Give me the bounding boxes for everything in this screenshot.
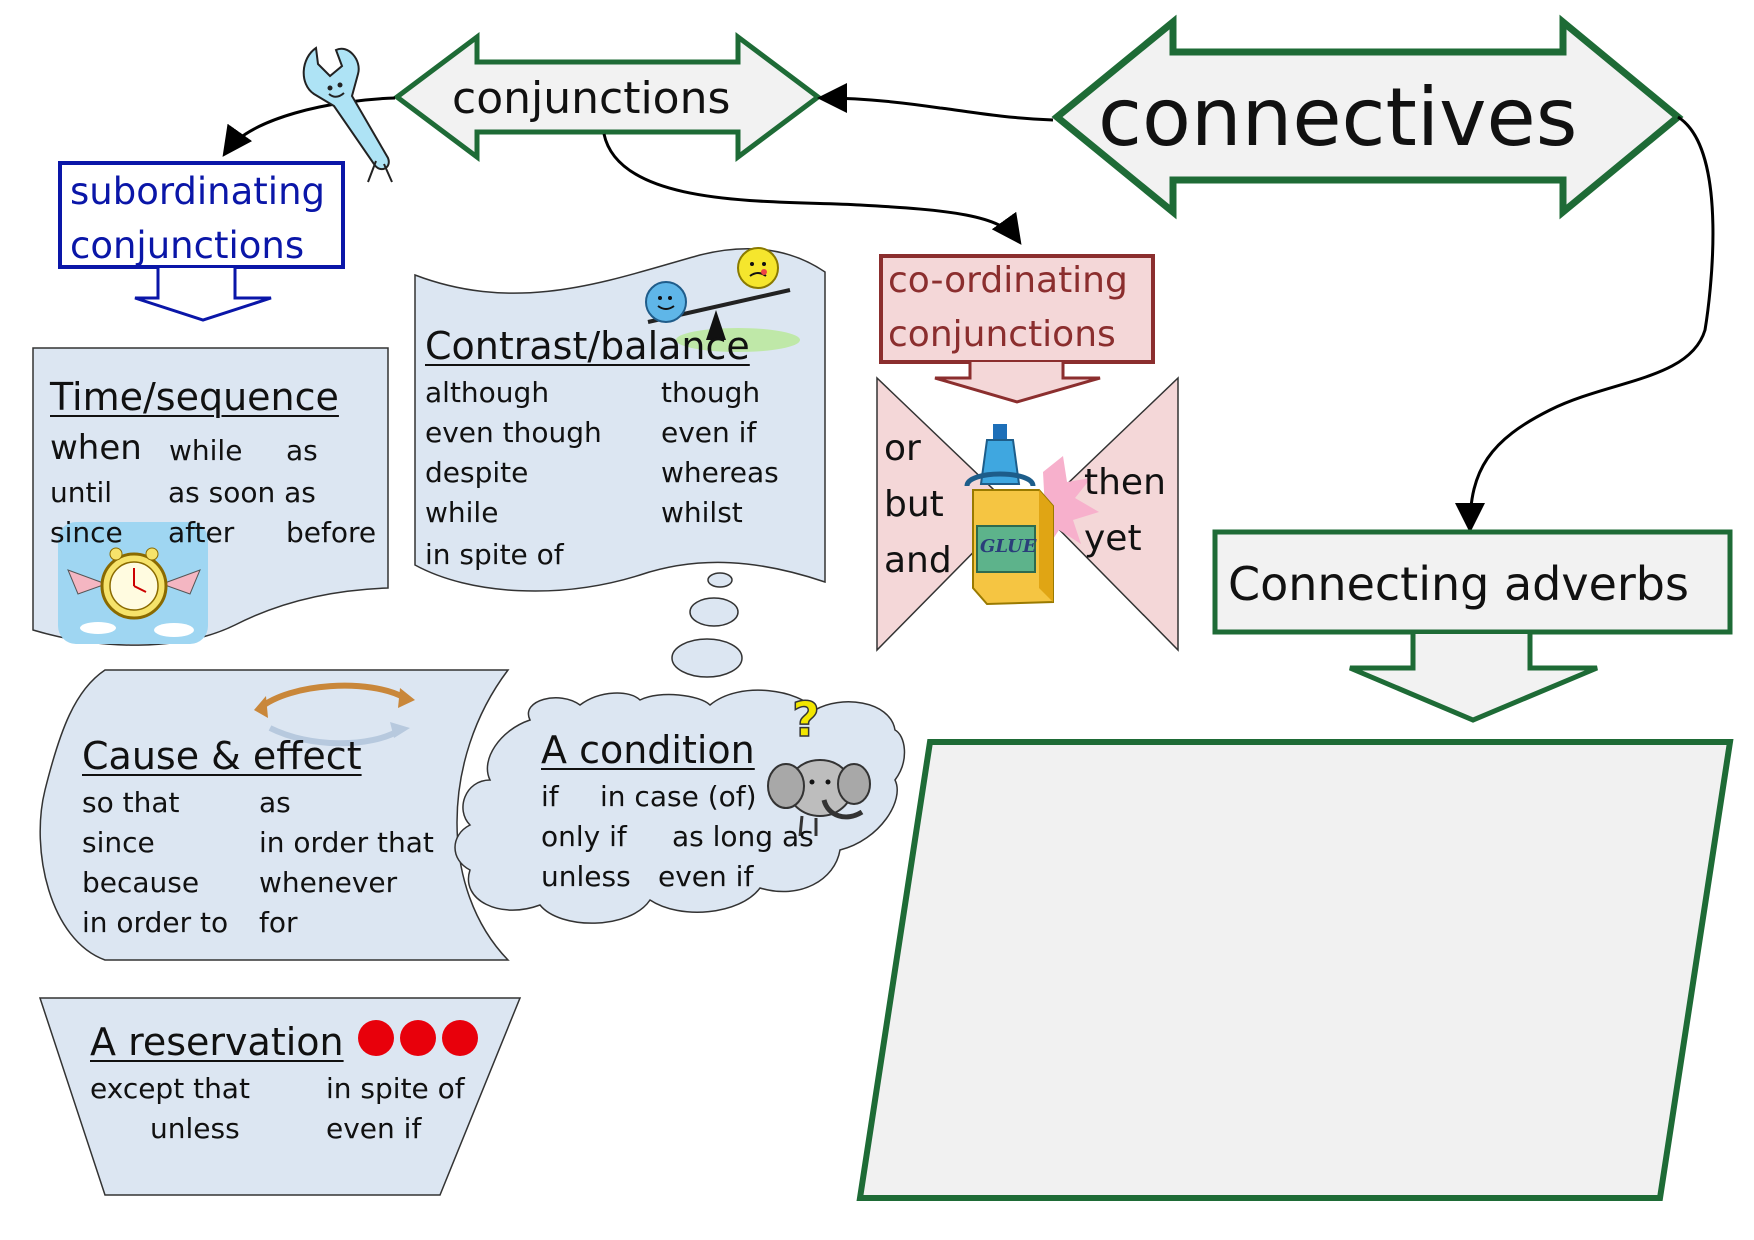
- circular-arrows-icon: [254, 682, 415, 747]
- coordinating-bowtie-right: [1038, 376, 1179, 652]
- condition-cloud-shape: [454, 689, 906, 924]
- time-word-until: until: [50, 476, 113, 509]
- condition-word: as long as: [672, 820, 814, 853]
- contrast-word: even if: [661, 416, 757, 449]
- coord-word-and: and: [884, 540, 952, 581]
- connector-to-coordinating: [602, 133, 1022, 245]
- thought-bubble-large: [671, 638, 743, 678]
- conjunctions-label: conjunctions: [452, 73, 731, 124]
- contrast-word: whilst: [661, 496, 743, 529]
- coord-word-or: or: [884, 428, 921, 469]
- time-word-since: since: [50, 516, 123, 549]
- svg-text:?: ?: [792, 692, 820, 744]
- connector-connectives-to-conjunctions: [817, 83, 1054, 122]
- glue-bottle-icon: [964, 424, 1099, 606]
- adverbs-parallelogram: [856, 739, 1734, 1201]
- condition-word: even if: [658, 860, 754, 893]
- condition-word: in case (of): [600, 780, 757, 813]
- coordinating-bowtie-left: [876, 376, 1017, 652]
- cause-heading: Cause & effect: [82, 734, 362, 778]
- contrast-word: though: [661, 376, 761, 409]
- reservation-word: in spite of: [326, 1072, 465, 1105]
- red-dots-icon: [358, 1020, 478, 1056]
- contrast-heading: Contrast/balance: [425, 324, 750, 368]
- coordinating-label-line2: conjunctions: [888, 314, 1116, 355]
- subordinating-label: subordinating: [70, 170, 326, 213]
- subordinating-label-line2: conjunctions: [70, 224, 305, 267]
- contrast-word: despite: [425, 456, 529, 489]
- cause-word: as: [259, 786, 291, 819]
- coord-word-then: then: [1084, 462, 1166, 503]
- contrast-word: while: [425, 496, 499, 529]
- glue-label: GLUE: [980, 536, 1037, 557]
- cause-word: in order to: [82, 906, 229, 939]
- question-mark-icon: ?: [791, 692, 820, 744]
- adverbs-box: [1212, 529, 1733, 635]
- time-heading: Time/sequence: [50, 375, 339, 419]
- contrast-word: although: [425, 376, 550, 409]
- connector-to-subordinating: [222, 96, 396, 157]
- connector-to-adverbs: [1455, 115, 1715, 533]
- elephant-icon: [767, 759, 871, 837]
- reservation-word: even if: [326, 1112, 422, 1145]
- coord-word-yet: yet: [1084, 518, 1142, 559]
- cause-word: so that: [82, 786, 180, 819]
- contrast-word: in spite of: [425, 538, 564, 571]
- cause-word: since: [82, 826, 155, 859]
- subordinating-box: [58, 161, 345, 269]
- coordinating-down-arrow: [934, 362, 1101, 404]
- thought-bubble-small: [707, 572, 733, 588]
- thought-bubble-medium: [689, 597, 739, 627]
- alarm-clock-icon: [58, 522, 208, 644]
- condition-word: only if: [541, 820, 627, 853]
- condition-heading: A condition: [541, 728, 755, 772]
- connectives-title: connectives: [1098, 71, 1578, 164]
- connecting-adverbs-label: Connecting adverbs: [1228, 557, 1689, 611]
- contrast-word: even though: [425, 416, 602, 449]
- time-word-when: when: [50, 428, 142, 468]
- condition-word: unless: [541, 860, 631, 893]
- reservation-word: except that: [90, 1072, 250, 1105]
- wrench-icon: [302, 46, 393, 183]
- cause-panel-shape: [39, 669, 510, 961]
- reservation-word: unless: [150, 1112, 240, 1145]
- cause-word: for: [259, 906, 298, 939]
- condition-word: if: [541, 780, 559, 813]
- time-word-before: before: [286, 516, 377, 549]
- seesaw-icon: [645, 247, 800, 352]
- subordinating-down-arrow: [134, 268, 272, 322]
- coordinating-label: co-ordinating: [888, 260, 1128, 301]
- time-word-as: as: [286, 434, 318, 467]
- time-word-as-soon-as: as soon as: [168, 476, 316, 509]
- contrast-word: whereas: [661, 456, 779, 489]
- time-word-after: after: [168, 516, 235, 549]
- cause-word: because: [82, 866, 200, 899]
- coord-word-but: but: [884, 484, 944, 525]
- cause-word: in order that: [259, 826, 434, 859]
- reservation-panel-shape: [38, 997, 522, 1196]
- adverbs-down-arrow: [1349, 634, 1598, 723]
- reservation-heading: A reservation: [90, 1020, 344, 1064]
- time-word-while: while: [169, 434, 243, 467]
- cause-word: whenever: [259, 866, 398, 899]
